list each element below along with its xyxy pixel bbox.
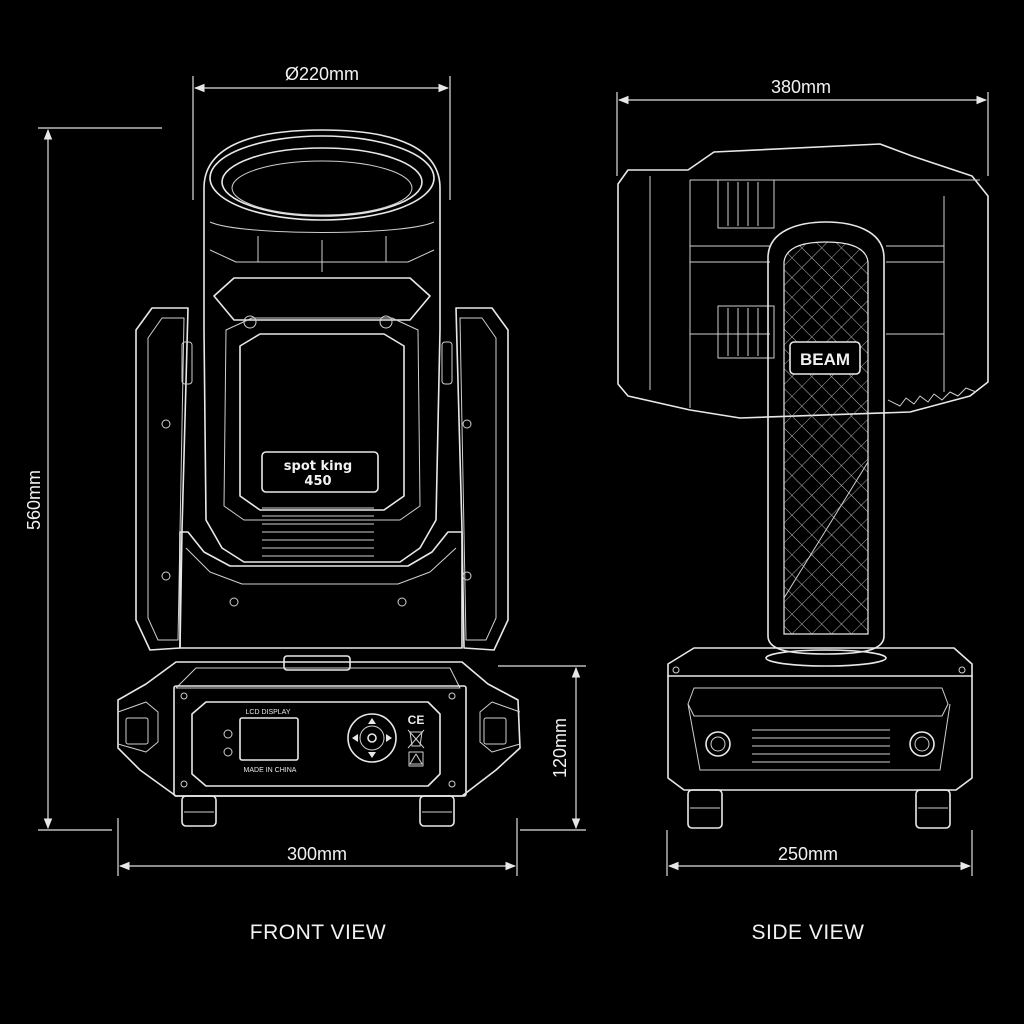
side-vent-lower bbox=[717, 305, 775, 359]
dpad-up-icon bbox=[368, 718, 376, 724]
dimension-lines bbox=[38, 76, 989, 876]
control-panel bbox=[191, 701, 441, 787]
dpad-down-icon bbox=[368, 752, 376, 758]
lcd-screen bbox=[239, 717, 299, 761]
navigation-dpad bbox=[347, 713, 397, 763]
dimension-base-height: 120mm bbox=[550, 718, 570, 778]
front-head: spot king 450 bbox=[203, 129, 441, 563]
dpad-right-icon bbox=[386, 734, 392, 742]
dpad-center-button-icon bbox=[367, 733, 377, 743]
front-view: spot king 450 LCD DISPLAY MADE IN CHINA bbox=[117, 129, 521, 827]
side-view-label: SIDE VIEW bbox=[751, 921, 864, 944]
dpad-left-icon bbox=[352, 734, 358, 742]
front-feet bbox=[181, 795, 455, 827]
dimension-front-height: 560mm bbox=[24, 470, 44, 530]
made-in-label: MADE IN CHINA bbox=[244, 767, 297, 774]
ce-mark-icon: CE bbox=[408, 713, 425, 727]
weee-bin-icon bbox=[407, 729, 425, 749]
side-vent-upper bbox=[717, 179, 775, 229]
front-view-label: FRONT VIEW bbox=[250, 921, 386, 944]
dimension-side-depth: 380mm bbox=[771, 77, 831, 97]
caution-icon bbox=[408, 751, 424, 767]
indicator-led-icon bbox=[223, 729, 233, 739]
model-name-line1: spot king bbox=[284, 459, 352, 474]
side-feet bbox=[687, 789, 951, 829]
side-base bbox=[667, 647, 973, 829]
model-name-line2: 450 bbox=[304, 474, 331, 489]
lcd-display-label: LCD DISPLAY bbox=[246, 709, 291, 716]
side-base-socket-icon bbox=[909, 731, 935, 757]
beam-badge: BEAM bbox=[800, 350, 850, 369]
front-yoke bbox=[135, 307, 509, 651]
indicator-led-icon bbox=[223, 747, 233, 757]
model-plate bbox=[261, 451, 379, 493]
dimension-side-base-width: 250mm bbox=[778, 844, 838, 864]
front-vent bbox=[262, 507, 374, 557]
side-head bbox=[617, 143, 989, 419]
side-arm: BEAM bbox=[767, 221, 885, 655]
side-view: BEAM bbox=[617, 143, 989, 829]
dimension-front-width: 300mm bbox=[287, 844, 347, 864]
side-base-socket-icon bbox=[705, 731, 731, 757]
front-base: LCD DISPLAY MADE IN CHINA CE bbox=[117, 655, 521, 827]
dimension-front-diameter: Ø220mm bbox=[285, 64, 359, 84]
